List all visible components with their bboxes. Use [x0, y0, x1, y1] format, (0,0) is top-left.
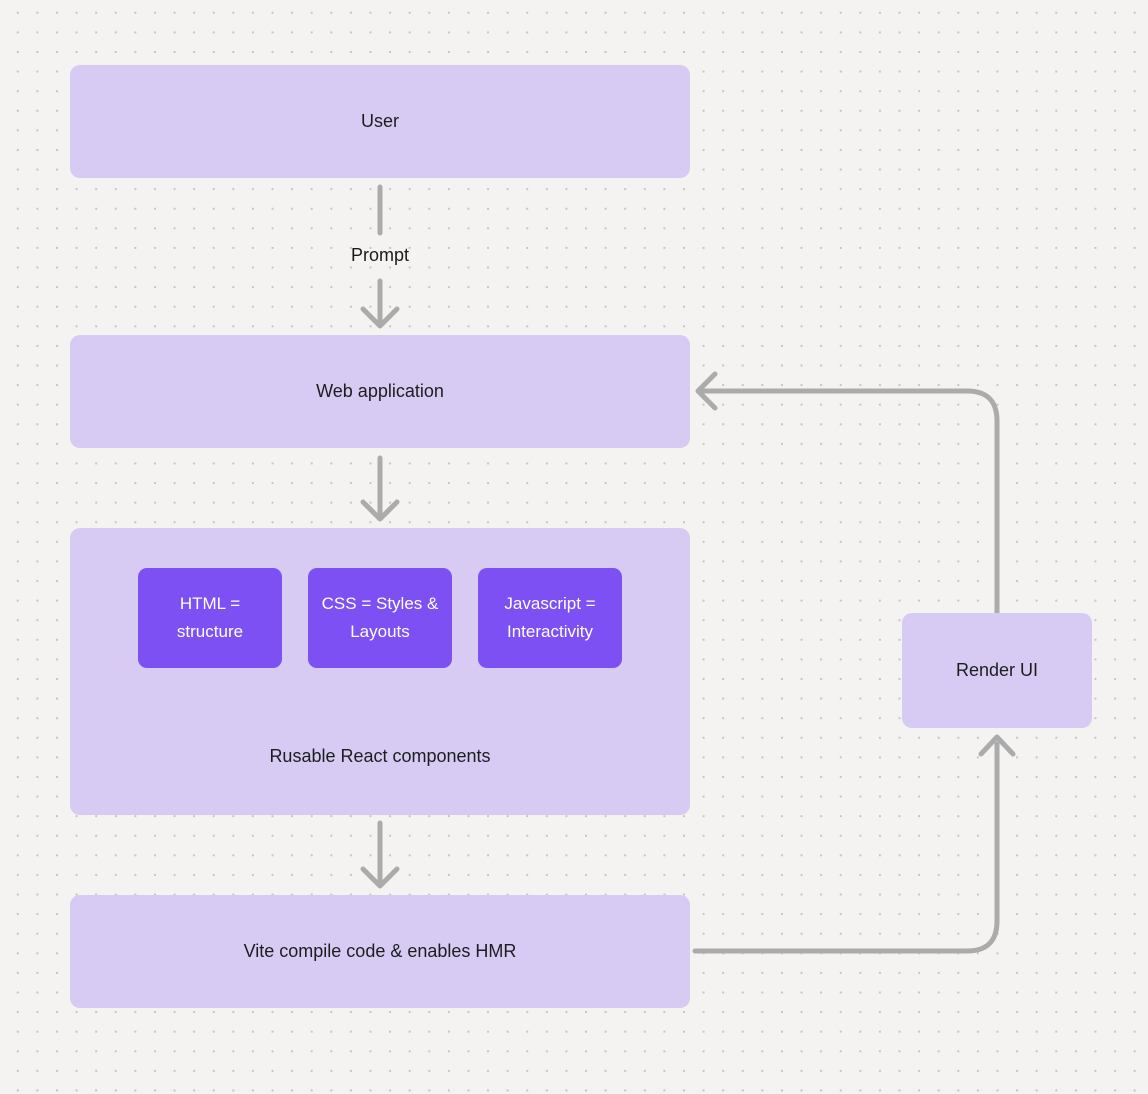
node-css-label: CSS = Styles & Layouts	[321, 593, 439, 641]
node-vite-label: Vite compile code & enables HMR	[243, 941, 517, 961]
node-web-application: Web application	[70, 335, 690, 448]
node-javascript-label: Javascript = Interactivity	[504, 593, 596, 641]
arrowhead-down-components	[360, 499, 400, 522]
node-html: HTML = structure	[138, 568, 282, 668]
arrowhead-down-vite	[360, 866, 400, 889]
node-user-label: User	[360, 111, 399, 131]
node-user: User	[70, 65, 690, 178]
node-javascript: Javascript = Interactivity	[478, 568, 622, 668]
node-html-label: HTML = structure	[176, 593, 244, 641]
connector-render-to-webapp	[700, 388, 1000, 616]
node-web-application-label: Web application	[316, 381, 444, 401]
arrowhead-down-webapp	[360, 306, 400, 329]
connector-vite-to-render	[692, 741, 1000, 954]
group-caption: Rusable React components	[269, 746, 491, 766]
arrowhead-up-render	[978, 734, 1016, 757]
edge-label-prompt: Prompt	[350, 245, 410, 265]
node-render-ui-label: Render UI	[955, 660, 1039, 680]
arrowhead-left-webapp	[695, 371, 718, 411]
node-css: CSS = Styles & Layouts	[308, 568, 452, 668]
node-vite: Vite compile code & enables HMR	[70, 895, 690, 1008]
node-react-components-group: HTML = structure CSS = Styles & Layouts …	[70, 528, 690, 815]
node-render-ui: Render UI	[902, 613, 1092, 728]
